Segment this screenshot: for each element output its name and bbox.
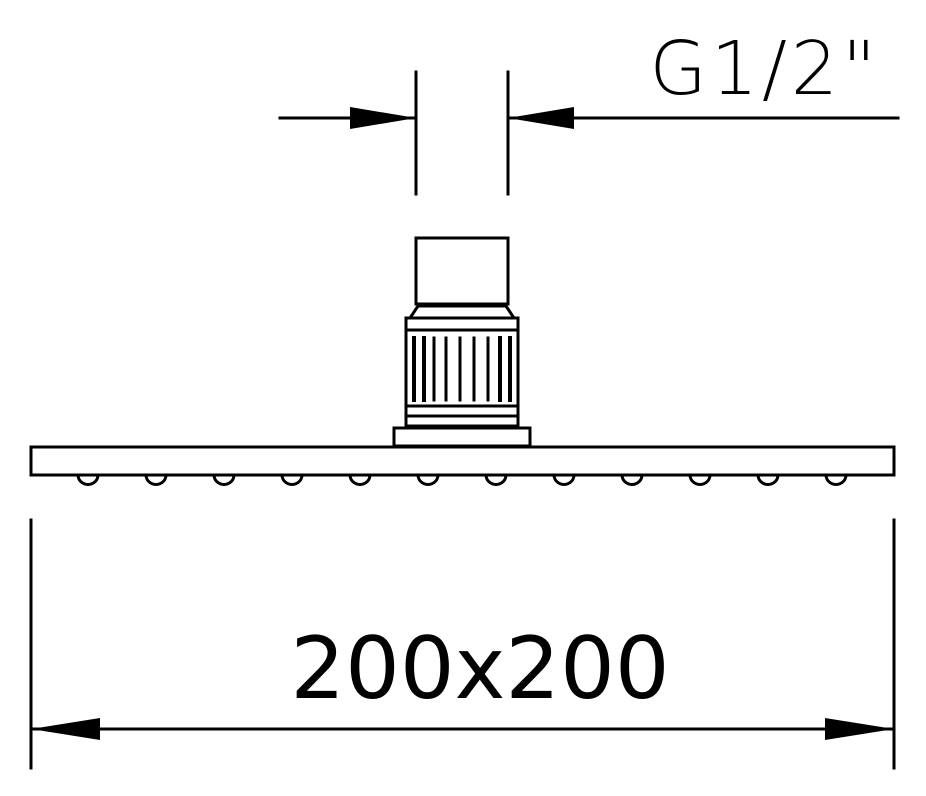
thread-arrow-left [350, 107, 416, 129]
spray-nozzle [144, 473, 168, 486]
spray-nozzle [280, 473, 304, 486]
spray-nozzle [824, 473, 848, 486]
spray-nozzle [484, 473, 508, 486]
connector-neck [407, 304, 517, 320]
thread-arrow-right [508, 107, 574, 129]
head-plate [29, 445, 896, 477]
connector-body [404, 316, 520, 428]
thread-dimension: G1/2" [278, 26, 900, 196]
spray-nozzle [620, 473, 644, 486]
spray-nozzle [212, 473, 236, 486]
spray-nozzle [416, 473, 440, 486]
spray-nozzle [552, 473, 576, 486]
size-dimension: 200x200 [29, 518, 896, 770]
size-dimension-label: 200x200 [290, 619, 669, 719]
spray-nozzle [688, 473, 712, 486]
spray-nozzle [76, 473, 100, 486]
connector-flange [392, 426, 532, 448]
connector-nut [414, 236, 510, 306]
size-arrow-right [825, 718, 894, 740]
size-arrow-left [31, 718, 100, 740]
spray-nozzle [756, 473, 780, 486]
shower-head-plate [29, 445, 896, 486]
spray-nozzle [348, 473, 372, 486]
thread-dimension-label: G1/2" [650, 26, 880, 112]
spray-nozzles [76, 473, 848, 486]
shower-connector [392, 236, 532, 448]
knurling-ribs [412, 336, 512, 402]
